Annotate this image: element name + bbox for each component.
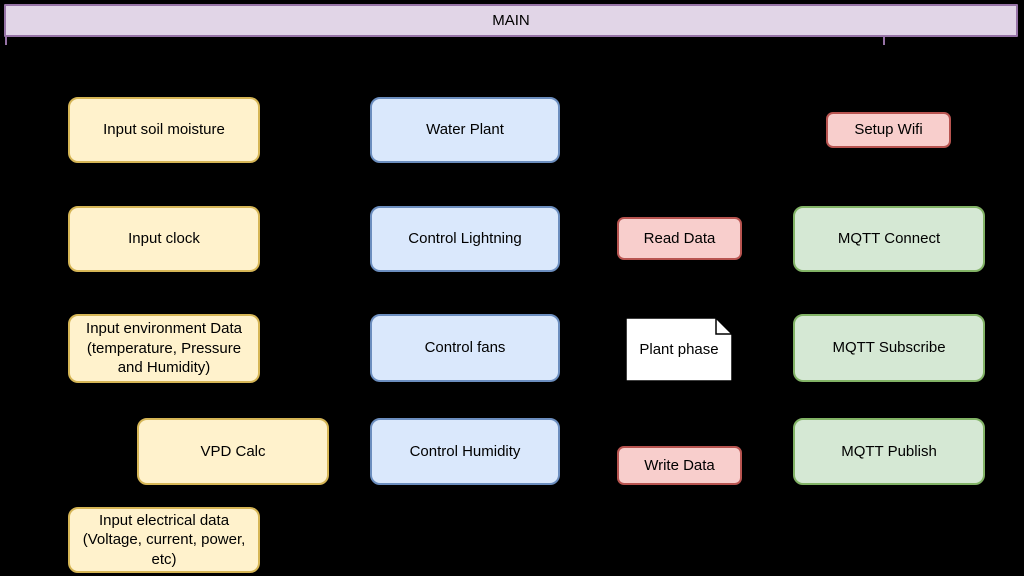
node-label: Plant phase [639, 340, 719, 358]
node-main: MAIN [4, 4, 1018, 37]
node-vpd-calc: VPD Calc [137, 418, 329, 485]
node-label: Input soil moisture [103, 121, 225, 139]
node-label: Input electrical data (Voltage, current,… [82, 511, 246, 568]
node-label: MQTT Subscribe [832, 339, 946, 357]
node-setup-wifi: Setup Wifi [826, 112, 951, 148]
node-input-clock: Input clock [68, 206, 260, 272]
document-shape-icon [625, 317, 733, 382]
node-label: Input clock [128, 230, 200, 248]
node-control-lightning: Control Lightning [370, 206, 560, 272]
node-water-plant: Water Plant [370, 97, 560, 163]
node-label: Control fans [424, 339, 506, 357]
node-write-data: Write Data [617, 446, 742, 485]
node-control-humidity: Control Humidity [370, 418, 560, 485]
node-mqtt-connect: MQTT Connect [793, 206, 985, 272]
node-label: MQTT Connect [837, 230, 941, 248]
node-input-environment-data: Input environment Data (temperature, Pre… [68, 314, 260, 383]
node-label: VPD Calc [200, 442, 266, 460]
node-input-electrical-data: Input electrical data (Voltage, current,… [68, 507, 260, 573]
node-plant-phase: Plant phase [625, 317, 733, 382]
node-label: Read Data [643, 229, 716, 247]
node-label: Input environment Data (temperature, Pre… [86, 320, 242, 377]
node-input-soil-moisture: Input soil moisture [68, 97, 260, 163]
node-mqtt-publish: MQTT Publish [793, 418, 985, 485]
node-label: Water Plant [426, 121, 504, 139]
node-label: Control Lightning [408, 230, 522, 248]
connector-stub-right [883, 37, 885, 45]
node-label: Write Data [644, 456, 715, 474]
node-label: MAIN [492, 11, 530, 29]
node-label: MQTT Publish [841, 442, 937, 460]
node-control-fans: Control fans [370, 314, 560, 382]
node-mqtt-subscribe: MQTT Subscribe [793, 314, 985, 382]
node-read-data: Read Data [617, 217, 742, 260]
node-label: Setup Wifi [854, 121, 923, 139]
node-label: Control Humidity [409, 442, 521, 460]
connector-stub-left [5, 37, 7, 45]
